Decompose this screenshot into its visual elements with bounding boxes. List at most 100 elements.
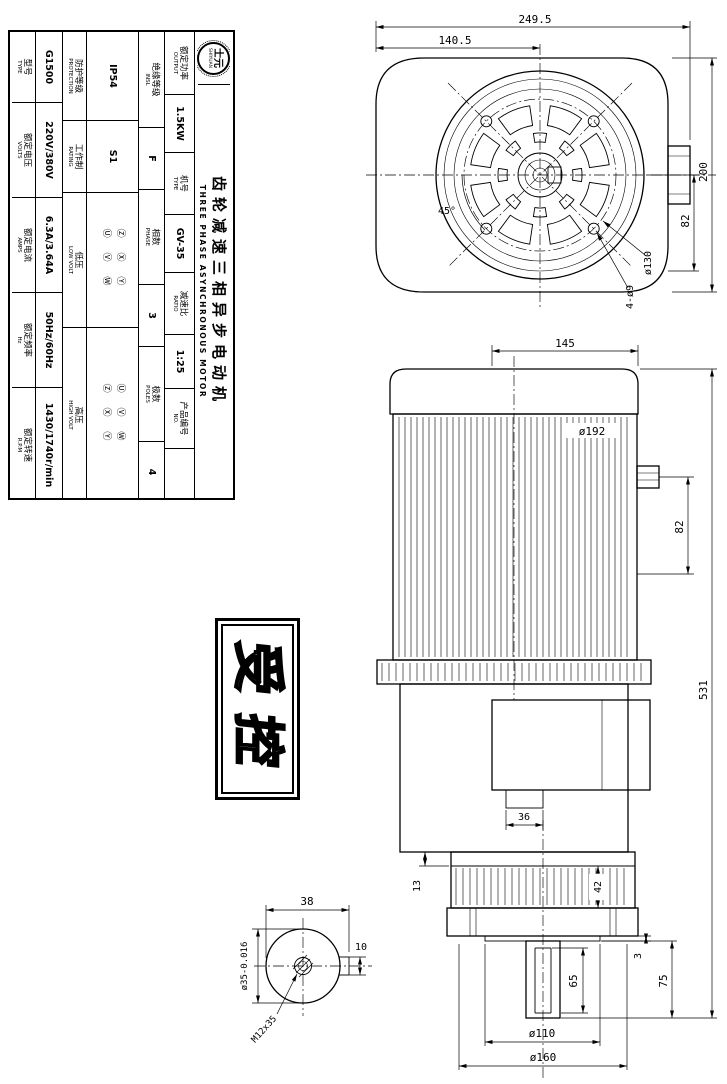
mounting-holes	[480, 115, 600, 235]
serial-label-en: NO.	[171, 413, 178, 424]
insul-label-cn: 绝缘等级	[150, 62, 161, 97]
speed-label: 额定转速 R.P.M	[12, 387, 35, 500]
volts-value: 220V/380V	[36, 102, 62, 197]
frame-label-cn: 机号	[178, 174, 189, 192]
freq-label: 额定频率 Hz	[12, 292, 35, 387]
dim-front-shaft-extension: 75	[657, 974, 670, 987]
phase-label-en: PHASE	[143, 227, 150, 247]
brand-logo-cell: 士元 SHIYUAN	[197, 32, 231, 84]
dim-top-half-width: 140.5	[438, 34, 471, 47]
protection-label: 防护等级 PROTECTION	[63, 32, 86, 120]
dim-top-angle: 45°	[438, 206, 456, 217]
nameplate-title-en: THREE PHASE ASYNCHRONOUS MOTOR	[198, 184, 207, 399]
dim-front-overall-height: 531	[697, 680, 710, 700]
wiring-low-row2: Ⓤ Ⓥ Ⓦ	[101, 228, 112, 292]
poles-label: 极数 POLES	[139, 346, 164, 441]
nameplate-title-row: 士元 SHIYUAN 齿轮减速三相异步电动机 THREE PHASE ASYNC…	[195, 32, 233, 498]
amps-label: 额定电流 AMPS	[12, 197, 35, 292]
poles-label-cn: 极数	[150, 385, 161, 403]
amps-label-cn: 额定电流	[22, 227, 33, 262]
dim-front-bolt-circle: ø160	[530, 1051, 557, 1064]
serial-label-cn: 产品编号	[178, 401, 189, 436]
controlled-stamp-inner-border: 受控	[221, 624, 294, 794]
frame-label-en: TYPE	[171, 176, 178, 191]
insul-value-text: F	[146, 155, 157, 162]
nameplate-row-labels: 型号 TYPE 额定电压 VOLTS 额定电流 AMPS 额定频率 Hz 额定转…	[12, 32, 36, 500]
ratio-label-en: RATIO	[171, 295, 178, 312]
front-view-centerlines	[513, 356, 544, 1078]
amps-value-text: 6.3A/3.64A	[43, 215, 55, 275]
duty-label-cn: 工作制	[73, 143, 84, 170]
duty-value: S1	[87, 120, 138, 192]
freq-label-cn: 额定频率	[22, 322, 33, 357]
speed-value-text: 1430/1740r/min	[43, 402, 55, 488]
fan-cover-vents	[470, 105, 610, 245]
volts-label-en: VOLTS	[15, 141, 22, 159]
ratio-value: 1:25	[165, 334, 194, 388]
nameplate-title-cn: 齿轮减速三相异步电动机	[210, 175, 228, 407]
duty-label-en: RATING	[66, 146, 73, 167]
nameplate-row-protection: 防护等级 PROTECTION 工作制 RATING 低压 LOW VOLT 高…	[63, 32, 87, 500]
duty-label: 工作制 RATING	[63, 120, 86, 192]
nameplate-row-output: 额定功率 OUTPUT 1.5KW 机号 TYPE GV-35 减速比 RATI…	[165, 32, 195, 500]
lowvolt-label-en: LOW VOLT	[66, 245, 73, 275]
nameplate-row-wiring: IP54 S1 Ⓩ Ⓧ Ⓨ Ⓤ Ⓥ Ⓦ Ⓤ Ⓥ Ⓦ Ⓩ Ⓧ Ⓨ	[87, 32, 139, 500]
front-view-dim-lines	[419, 345, 717, 1070]
dim-front-body-dia: ø192	[579, 425, 606, 438]
wiring-low-row1: Ⓩ Ⓧ Ⓨ	[115, 228, 125, 292]
ratio-label: 减速比 RATIO	[165, 272, 194, 334]
motor-nameplate: 士元 SHIYUAN 齿轮减速三相异步电动机 THREE PHASE ASYNC…	[8, 30, 235, 500]
shaft-end-view: 38 ø35-0.016 10 M12x35	[240, 895, 372, 1045]
highvolt-label-en: HIGH VOLT	[66, 400, 73, 430]
lowvolt-label: 低压 LOW VOLT	[63, 192, 86, 327]
phase-label: 相数 PHASE	[139, 189, 164, 284]
freq-value: 50Hz/60Hz	[36, 292, 62, 387]
insul-value: F	[139, 127, 164, 189]
dim-top-overall-width: 249.5	[518, 13, 551, 26]
brand-name-cn: 士元	[211, 48, 223, 68]
insul-label: 绝缘等级 INSL	[139, 32, 164, 127]
protection-value: IP54	[87, 32, 138, 120]
insul-label-en: INSL	[143, 73, 150, 86]
controlled-stamp-text: 受控	[226, 638, 288, 791]
top-view-dim-lines	[375, 21, 717, 293]
duty-value-text: S1	[107, 149, 118, 164]
speed-label-en: R.P.M	[15, 437, 22, 453]
poles-value-text: 4	[146, 468, 157, 476]
lowvolt-label-cn: 低压	[73, 251, 84, 269]
protection-label-cn: 防护等级	[73, 58, 84, 93]
speed-label-cn: 额定转速	[22, 427, 33, 462]
output-label-en: OUTPUT	[171, 51, 178, 75]
frame-value: GV-35	[165, 214, 194, 272]
output-label-cn: 额定功率	[178, 45, 189, 80]
dim-top-holes: 4-ø9	[625, 285, 636, 309]
wiring-diagram-low: Ⓩ Ⓧ Ⓨ Ⓤ Ⓥ Ⓦ	[87, 192, 138, 327]
protection-label-en: PROTECTION	[66, 58, 73, 94]
dim-front-cap-width: 145	[555, 337, 575, 350]
wiring-high-row1: Ⓤ Ⓥ Ⓦ	[115, 383, 125, 447]
model-value-text: G1500	[43, 49, 55, 85]
serial-label: 产品编号 NO.	[165, 388, 194, 448]
volts-value-text: 220V/380V	[43, 121, 55, 179]
wiring-diagram-high: Ⓤ Ⓥ Ⓦ Ⓩ Ⓧ Ⓨ	[87, 327, 138, 500]
poles-label-en: POLES	[143, 385, 150, 403]
nameplate-title-cell: 齿轮减速三相异步电动机 THREE PHASE ASYNCHRONOUS MOT…	[198, 84, 230, 498]
output-label: 额定功率 OUTPUT	[165, 32, 194, 94]
frame-value-text: GV-35	[174, 227, 185, 260]
freq-value-text: 50Hz/60Hz	[43, 311, 55, 369]
model-label-cn: 型号	[22, 58, 33, 76]
top-view-centerlines	[366, 44, 716, 308]
dim-front-box-offset: 82	[673, 520, 686, 533]
dim-shaft-key-width: 10	[355, 942, 367, 953]
output-flange-outline	[446, 907, 639, 1019]
motor-cooling-fins	[398, 417, 628, 657]
highvolt-label: 高压 HIGH VOLT	[63, 327, 86, 500]
volts-label-cn: 额定电压	[22, 132, 33, 167]
dim-top-bolt-circle: ø130	[643, 251, 654, 275]
dim-front-spigot-thickness: 3	[633, 953, 644, 959]
dim-top-center-offset: 82	[679, 214, 692, 227]
ratio-label-cn: 减速比	[178, 290, 189, 317]
gearbox-outline	[399, 683, 651, 909]
top-view: 249.5 140.5 200 82 45° ø130 4-ø9	[366, 13, 717, 309]
nameplate-row-values: G1500 220V/380V 6.3A/3.64A 50Hz/60Hz 143…	[36, 32, 63, 500]
